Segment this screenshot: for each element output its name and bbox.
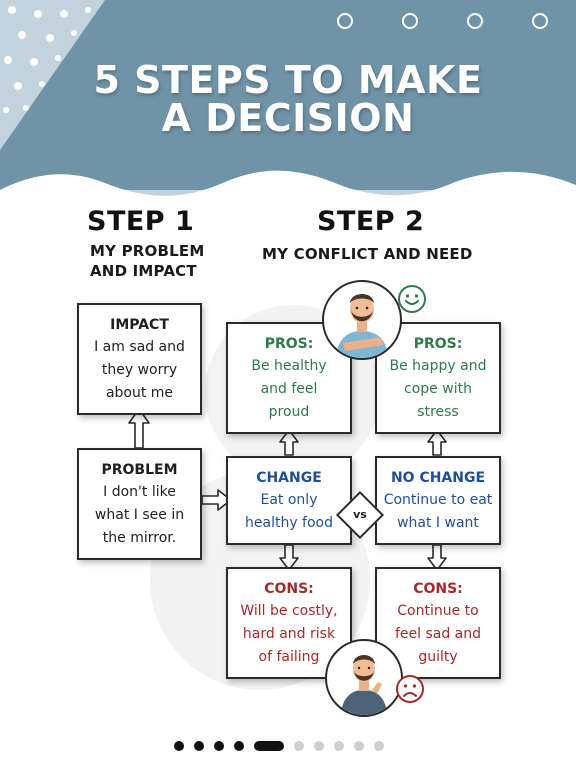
cons-heading: CONS: — [264, 580, 314, 597]
carousel-ring-3 — [467, 13, 483, 29]
carousel-ring-4 — [532, 13, 548, 29]
page-dot[interactable] — [194, 741, 204, 751]
problem-box: PROBLEM I don't like what I see in the m… — [77, 448, 202, 560]
page-dot[interactable] — [374, 741, 384, 751]
pros-heading: PROS: — [413, 335, 463, 352]
impact-heading: IMPACT — [110, 316, 169, 333]
impact-text-line: they worry — [101, 361, 178, 378]
impact-text-line: about me — [105, 384, 174, 401]
cons-text-line: guilty — [418, 648, 458, 665]
problem-text-line: I don't like — [103, 483, 176, 500]
arrow-right-problem-change — [201, 489, 232, 511]
page-dot[interactable] — [314, 741, 324, 751]
step1-subtitle-line-2: AND IMPACT — [90, 262, 197, 280]
header-title-line-1: 5 STEPS TO MAKE — [93, 58, 483, 102]
no-change-heading: NO CHANGE — [390, 469, 486, 486]
header-background — [0, 0, 576, 205]
arrow-down-nochange-cons — [427, 544, 447, 571]
carousel-ring-2 — [402, 13, 418, 29]
step1-subtitle-line-1: MY PROBLEM — [90, 242, 205, 260]
carousel-ring-1 — [337, 13, 353, 29]
arrow-up-problem-impact — [128, 408, 150, 449]
smiley-face-icon — [398, 285, 426, 313]
decorative-dots — [3, 6, 91, 113]
pros-text-line: stress — [417, 403, 459, 420]
no-change-text-line: Continue to eat — [383, 491, 493, 508]
cons-text-line: Continue to — [397, 602, 479, 619]
cons-text-line: feel sad and — [394, 625, 482, 642]
step2-subtitle: MY CONFLICT AND NEED — [262, 245, 473, 263]
arrow-down-change-cons — [279, 544, 299, 571]
vs-label: vs — [353, 508, 367, 521]
problem-heading: PROBLEM — [101, 461, 178, 478]
frowning-face-icon — [396, 675, 424, 703]
cons-change-box: CONS: Will be costly, hard and risk of f… — [226, 567, 352, 679]
cons-text-line: hard and risk — [242, 625, 336, 642]
man-thinking-avatar — [325, 639, 403, 717]
page-dot[interactable] — [174, 741, 184, 751]
page-dot[interactable] — [214, 741, 224, 751]
impact-box: IMPACT I am sad and they worry about me — [77, 303, 202, 415]
pros-text-line: cope with — [404, 380, 472, 397]
step1-title: STEP 1 — [87, 206, 195, 237]
header-title-line-2: A DECISION — [161, 96, 415, 140]
problem-text-line: what I see in — [94, 506, 185, 523]
pros-heading: PROS: — [264, 335, 314, 352]
cons-heading: CONS: — [413, 580, 463, 597]
change-box: CHANGE Eat only healthy food — [226, 456, 352, 545]
arrow-up-change-pros — [279, 429, 299, 456]
header-banner: 5 STEPS TO MAKE A DECISION — [0, 0, 576, 205]
man-arms-crossed-avatar — [322, 280, 402, 360]
page-dot[interactable] — [234, 741, 244, 751]
pros-text-line: Be happy and — [389, 357, 487, 374]
pros-text-line: Be healthy — [251, 357, 327, 374]
arrow-up-nochange-pros — [427, 429, 447, 456]
pros-text-line: proud — [268, 403, 310, 420]
impact-text-line: I am sad and — [94, 338, 185, 355]
page-dot-active[interactable] — [254, 741, 284, 751]
change-heading: CHANGE — [256, 469, 322, 486]
change-text-line: Eat only — [260, 491, 318, 508]
page-dot[interactable] — [354, 741, 364, 751]
no-change-text-line: what I want — [397, 514, 479, 531]
pros-text-line: and feel — [260, 380, 318, 397]
page-dot[interactable] — [334, 741, 344, 751]
change-text-line: healthy food — [245, 514, 333, 531]
step2-title: STEP 2 — [317, 206, 425, 237]
pagination — [0, 736, 576, 756]
cons-text-line: of failing — [258, 648, 320, 665]
no-change-box: NO CHANGE Continue to eat what I want — [375, 456, 501, 545]
page-dot[interactable] — [294, 741, 304, 751]
cons-text-line: Will be costly, — [240, 602, 338, 619]
problem-text-line: the mirror. — [102, 529, 177, 546]
pros-no-change-box: PROS: Be happy and cope with stress — [375, 322, 501, 434]
